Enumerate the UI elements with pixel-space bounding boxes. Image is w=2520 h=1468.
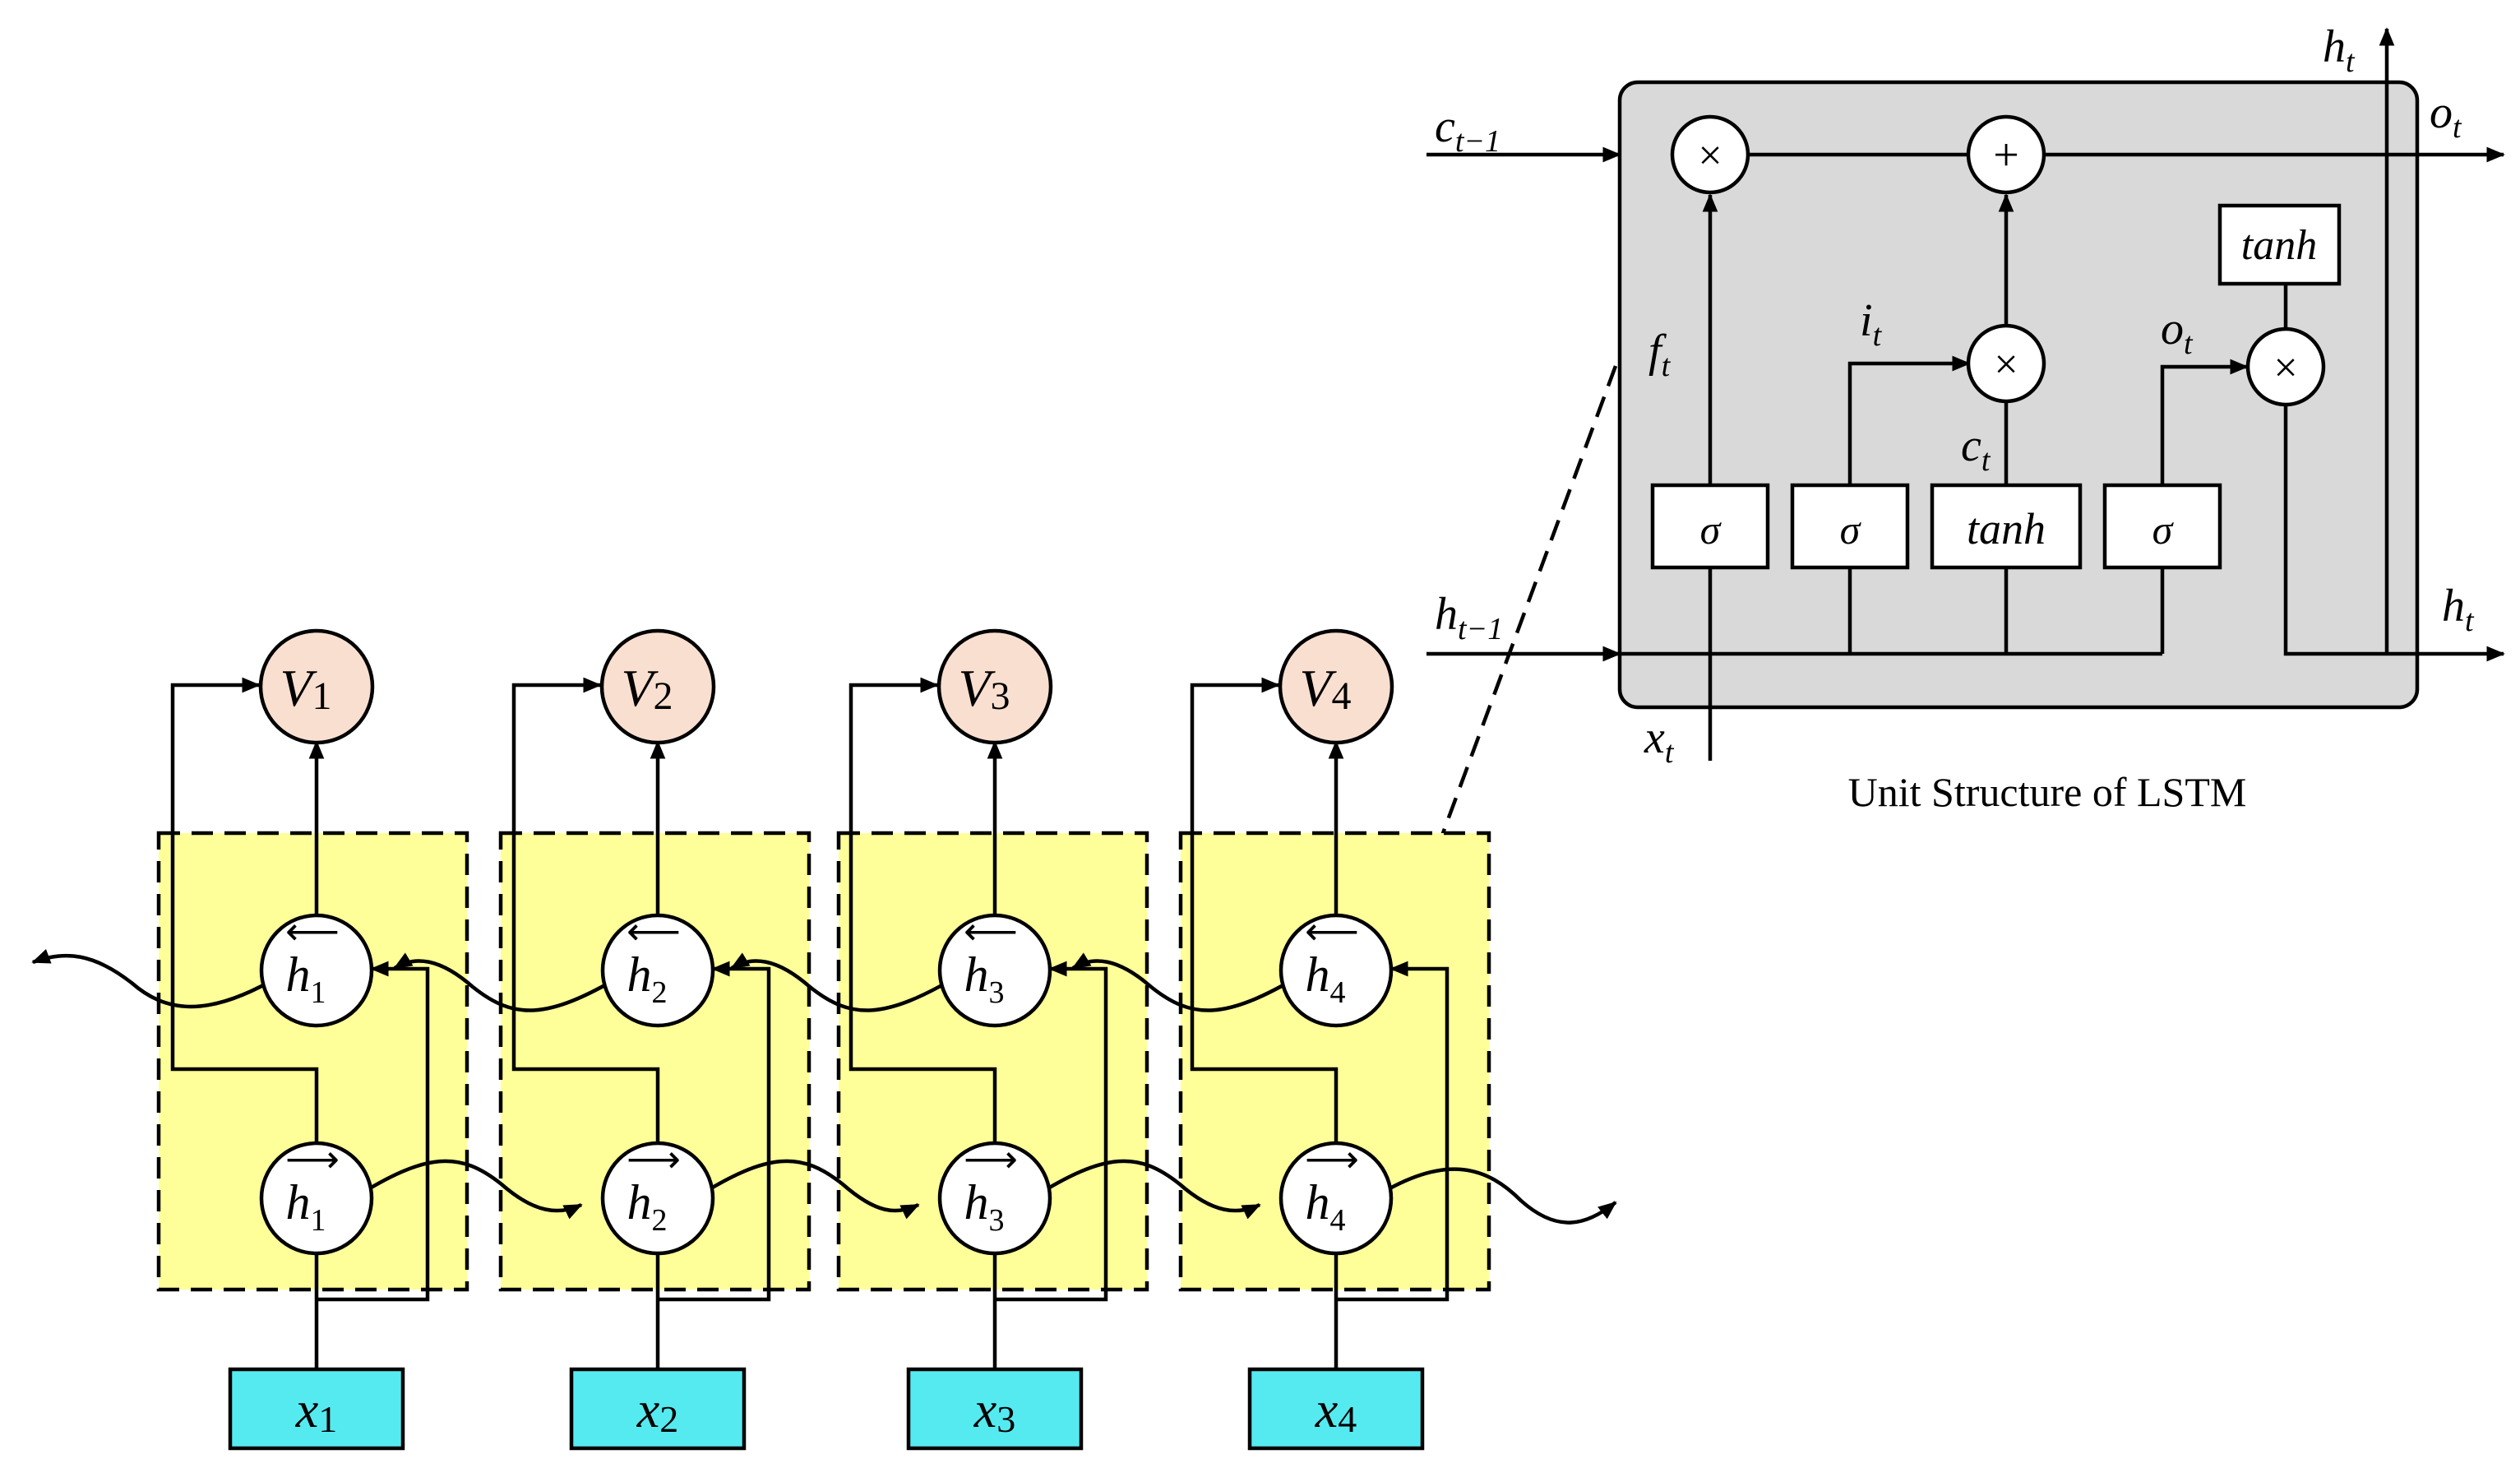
output-multiply-sign: × bbox=[2273, 345, 2297, 391]
input-box-x3 bbox=[906, 1367, 1084, 1451]
cell-add-sign: + bbox=[1993, 130, 2019, 181]
input-x1-label: x1 bbox=[295, 1382, 338, 1440]
input-gate-arrow bbox=[1847, 355, 1971, 485]
backward-node-3: ⟵ h3 bbox=[937, 910, 1052, 1028]
svg-text:⟶: ⟶ bbox=[1305, 1138, 1359, 1180]
svg-text:⟵: ⟵ bbox=[285, 910, 340, 952]
forget-gate-box bbox=[1650, 483, 1770, 570]
svg-text:⟶: ⟶ bbox=[285, 1138, 340, 1180]
o-right-label: ot bbox=[2430, 87, 2462, 145]
fwd-link-1-2 bbox=[352, 1159, 583, 1220]
input-gate-box bbox=[1790, 483, 1910, 570]
backward-node-2: ⟵ h2 bbox=[600, 910, 715, 1028]
backward-node-4: ⟵ h4 bbox=[1278, 910, 1394, 1028]
forget-multiply-sign: × bbox=[1698, 132, 1722, 179]
backward-node-1-label: h1 bbox=[286, 947, 326, 1010]
forward-node-1-label: h1 bbox=[286, 1175, 326, 1238]
output-gate-label: σ bbox=[2152, 507, 2175, 553]
bilstm-network: V1 V2 V3 V4 ⟵ h1 ⟵ h2 ⟵ h3 ⟵ h4 bbox=[31, 628, 1617, 1451]
output-node-v3-label: V3 bbox=[958, 659, 1010, 718]
fwd4-to-v4-arrow bbox=[1190, 677, 1339, 1161]
x4-to-bwd-arrow bbox=[1336, 961, 1450, 1302]
input-multiply-op bbox=[1966, 323, 2046, 404]
cell-add-op bbox=[1966, 114, 2046, 195]
svg-text:⟵: ⟵ bbox=[964, 910, 1018, 952]
input-x2-label: x2 bbox=[636, 1382, 679, 1440]
svg-text:⟵: ⟵ bbox=[627, 910, 681, 952]
candidate-box bbox=[1930, 483, 2083, 570]
lstm-unit: σ σ tanh σ tanh × + × × ct bbox=[1426, 21, 2505, 815]
output-node-v3 bbox=[936, 628, 1053, 745]
svg-text:⟶: ⟶ bbox=[627, 1138, 681, 1180]
h-right-label: ht bbox=[2442, 581, 2475, 638]
i-t-label: it bbox=[1860, 295, 1883, 353]
forward-node-3: ⟶ h3 bbox=[937, 1138, 1052, 1256]
forward-node-2: ⟶ h2 bbox=[600, 1138, 715, 1256]
input-gate-label: σ bbox=[1840, 507, 1862, 553]
o-t-label: ot bbox=[2161, 303, 2194, 361]
input-box-x4 bbox=[1247, 1367, 1425, 1451]
bwd-link-2-1 bbox=[393, 952, 622, 1012]
forward-node-4-label: h4 bbox=[1306, 1175, 1346, 1238]
fwd1-to-v1-arrow bbox=[170, 677, 319, 1161]
forget-multiply-op bbox=[1670, 114, 1750, 195]
c-prev-label: ct−1 bbox=[1435, 101, 1500, 159]
output-node-v2 bbox=[599, 628, 716, 745]
output-node-v1-label: V1 bbox=[280, 659, 331, 718]
svg-text:⟵: ⟵ bbox=[1305, 910, 1359, 952]
fwd3-to-v3-arrow bbox=[848, 677, 997, 1161]
output-tanh-box bbox=[2217, 203, 2342, 286]
fwd2-to-v2-arrow bbox=[511, 677, 660, 1161]
output-multiply-op bbox=[2245, 326, 2326, 407]
input-x3-label: x3 bbox=[973, 1382, 1016, 1440]
candidate-label: tanh bbox=[1967, 504, 2046, 553]
backward-node-4-label: h4 bbox=[1306, 947, 1346, 1010]
fwd-link-out bbox=[1371, 1167, 1617, 1225]
x3-to-bwd-arrow bbox=[995, 961, 1108, 1302]
bwd-link-4-3 bbox=[1071, 952, 1301, 1012]
output-node-v4 bbox=[1278, 628, 1394, 745]
h-prev-label: ht−1 bbox=[1435, 589, 1503, 646]
input-box-x1 bbox=[228, 1367, 405, 1451]
output-gate-box bbox=[2102, 483, 2222, 570]
output-node-v4-label: V4 bbox=[1299, 659, 1351, 718]
bwd-link-out bbox=[31, 948, 281, 1009]
output-tanh-label: tanh bbox=[2241, 222, 2317, 269]
fwd-link-3-4 bbox=[1030, 1159, 1261, 1220]
backward-node-2-label: h2 bbox=[627, 947, 668, 1010]
c-t-label: ct bbox=[1961, 420, 1991, 478]
input-x4-label: x4 bbox=[1315, 1382, 1357, 1440]
forget-gate-label: σ bbox=[1700, 507, 1722, 553]
forward-node-3-label: h3 bbox=[964, 1175, 1005, 1238]
output-gate-arrow bbox=[2160, 359, 2249, 485]
bwd-link-3-2 bbox=[730, 952, 959, 1012]
backward-node-1: ⟵ h1 bbox=[259, 910, 374, 1028]
lstm-caption: Unit Structure of LSTM bbox=[1848, 769, 2247, 815]
forward-node-2-label: h2 bbox=[627, 1175, 668, 1238]
x2-to-bwd-arrow bbox=[658, 961, 771, 1302]
forward-node-1: ⟶ h1 bbox=[259, 1138, 374, 1256]
svg-text:⟶: ⟶ bbox=[964, 1138, 1018, 1180]
backward-node-3-label: h3 bbox=[964, 947, 1005, 1010]
x-t-label: xt bbox=[1644, 712, 1675, 770]
x1-to-bwd-arrow bbox=[317, 961, 430, 1302]
fwd-link-2-3 bbox=[693, 1159, 920, 1220]
forward-node-4: ⟶ h4 bbox=[1278, 1138, 1394, 1256]
h-top-label: ht bbox=[2323, 21, 2356, 79]
output-node-v1 bbox=[258, 628, 375, 745]
input-multiply-sign: × bbox=[1994, 341, 2018, 388]
output-node-v2-label: V2 bbox=[621, 659, 673, 718]
input-box-x2 bbox=[569, 1367, 747, 1451]
h-out-arrow bbox=[2283, 405, 2505, 662]
